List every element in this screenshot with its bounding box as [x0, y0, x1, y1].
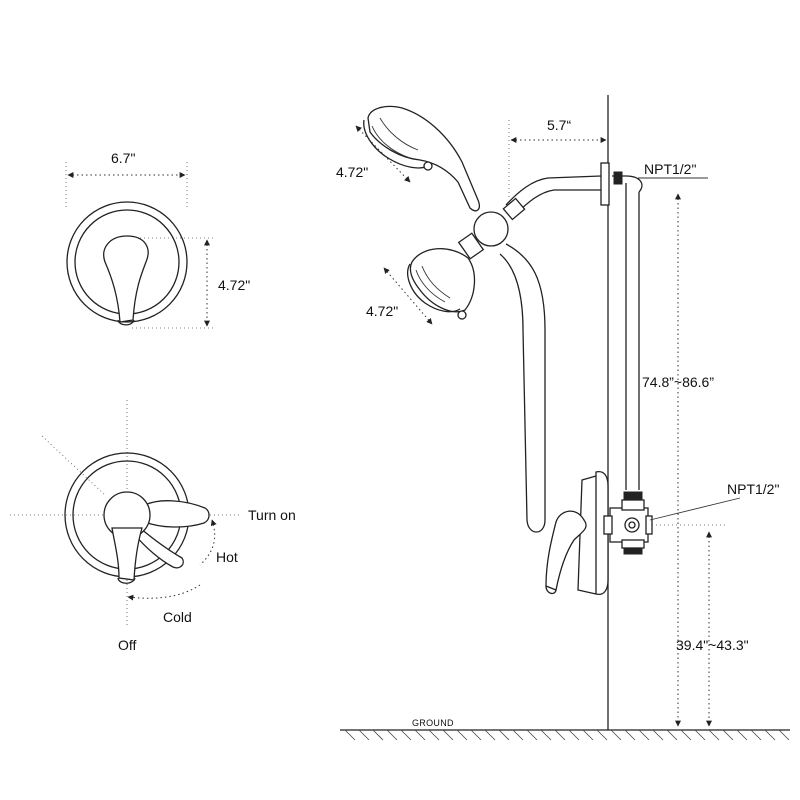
ground-hatch-line	[750, 729, 762, 741]
top-connection-label: NPT1/2"	[644, 161, 696, 177]
trim-height-label: 4.72"	[218, 277, 250, 293]
trim-plate-front-view	[65, 162, 215, 329]
ground-hatch-line	[778, 729, 790, 741]
riser-pipe	[612, 171, 643, 555]
fixed-head-diameter-label: 4.72"	[366, 303, 398, 319]
ground-hatch-line	[610, 729, 622, 741]
ground-hatch-line	[708, 729, 720, 741]
valve-height-dimension: 39.4"~43.3"	[652, 524, 749, 727]
ground-hatch-line	[512, 729, 524, 741]
ground-hatch-line	[554, 729, 566, 741]
ground: GROUND	[340, 718, 790, 741]
wall-flange	[600, 162, 610, 206]
ground-hatch-line	[596, 729, 608, 741]
trim-width-label: 6.7"	[111, 150, 135, 166]
ground-hatch-line	[358, 729, 370, 741]
shower-arm	[502, 175, 602, 221]
ground-hatch-line	[694, 729, 706, 741]
ground-hatch-line	[344, 729, 356, 741]
valve-trim-side	[545, 470, 609, 596]
ground-hatch-line	[652, 729, 664, 741]
ground-hatch-line	[540, 729, 552, 741]
handheld-diameter-dimension: 4.72"	[336, 125, 411, 183]
arm-reach-label: 5.7“	[547, 117, 571, 133]
shower-hose	[499, 243, 546, 533]
ground-hatch-line	[624, 729, 636, 741]
ground-hatch-line	[638, 729, 650, 741]
turn-on-label: Turn on	[248, 507, 296, 523]
ground-hatch-line	[722, 729, 734, 741]
arm-height-label: 74.8”~86.6”	[642, 374, 714, 390]
ground-hatch-line	[526, 729, 538, 741]
fixed-shower-head	[407, 232, 485, 320]
handheld-diameter-label: 4.72"	[336, 164, 368, 180]
ground-hatch-line	[414, 729, 426, 741]
valve-connection-callout: NPT1/2"	[649, 481, 779, 521]
ground-hatch-line	[582, 729, 594, 741]
ground-hatch-line	[484, 729, 496, 741]
fixed-head-diameter-dimension: 4.72"	[366, 267, 433, 325]
ground-hatch-line	[442, 729, 454, 741]
arm-height-dimension: 74.8”~86.6”	[642, 193, 714, 727]
ground-hatch-line	[456, 729, 468, 741]
diverter	[473, 211, 509, 247]
handheld-shower-head	[363, 105, 480, 212]
ground-hatch	[344, 729, 790, 741]
valve-height-label: 39.4"~43.3"	[676, 637, 749, 653]
ground-hatch-line	[764, 729, 776, 741]
trim-height-dimension: 4.72"	[204, 239, 250, 327]
ground-hatch-line	[736, 729, 748, 741]
cold-label: Cold	[163, 609, 192, 625]
ground-hatch-line	[498, 729, 510, 741]
ground-hatch-line	[428, 729, 440, 741]
top-connection-callout: NPT1/2"	[638, 161, 708, 179]
hot-label: Hot	[216, 549, 238, 565]
ground-hatch-line	[386, 729, 398, 741]
off-label: Off	[118, 637, 137, 653]
ground-hatch-line	[372, 729, 384, 741]
valve-body	[603, 499, 653, 549]
handle-rotation-view	[10, 400, 240, 625]
arm-reach-dimension: 5.7“	[508, 117, 607, 198]
trim-width-dimension: 6.7"	[67, 150, 186, 178]
ground-hatch-line	[568, 729, 580, 741]
ground-hatch-line	[666, 729, 678, 741]
ground-hatch-line	[470, 729, 482, 741]
ground-hatch-line	[400, 729, 412, 741]
valve-connection-label: NPT1/2"	[727, 481, 779, 497]
ground-hatch-line	[680, 729, 692, 741]
ground-label: GROUND	[412, 718, 454, 728]
